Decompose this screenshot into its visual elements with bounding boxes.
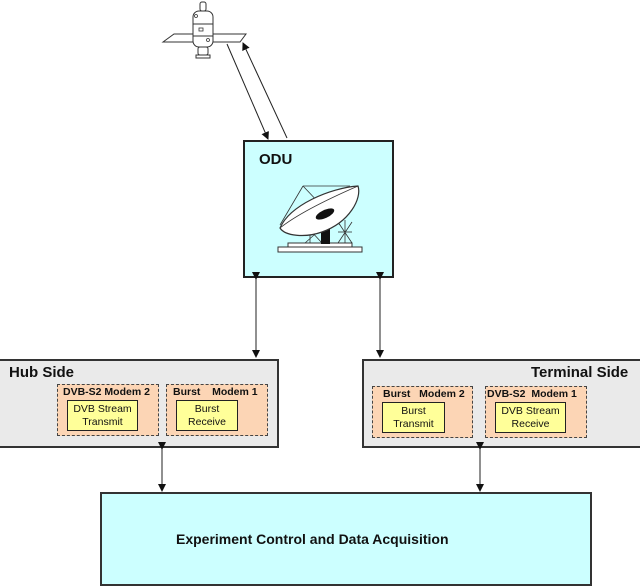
hub-side-title: Hub Side (9, 364, 75, 381)
function-line: DVB Stream (73, 402, 132, 415)
modem-title: DVB-S2 Modem 2 (63, 386, 150, 398)
downlink-arrow (226, 43, 269, 140)
function-line: Receive (511, 417, 550, 430)
function-line: Transmit (393, 417, 434, 430)
function-line: Transmit (82, 415, 123, 428)
daq-box (100, 492, 592, 586)
function-line: Burst (194, 402, 220, 415)
function-line: Burst (401, 404, 426, 417)
terminal-side-title: Terminal Side (531, 364, 629, 381)
odu-label: ODU (259, 151, 293, 168)
daq-label: Experiment Control and Data Acquisition (176, 531, 449, 547)
function-line: Receive (188, 415, 226, 428)
function-line: DVB Stream (501, 404, 560, 417)
modem-title: DVB-S2 Modem 1 (487, 388, 577, 400)
modem-title: Burst Modem 2 (383, 388, 465, 400)
uplink-arrow (242, 42, 288, 139)
modem-title: Burst Modem 1 (173, 386, 258, 398)
